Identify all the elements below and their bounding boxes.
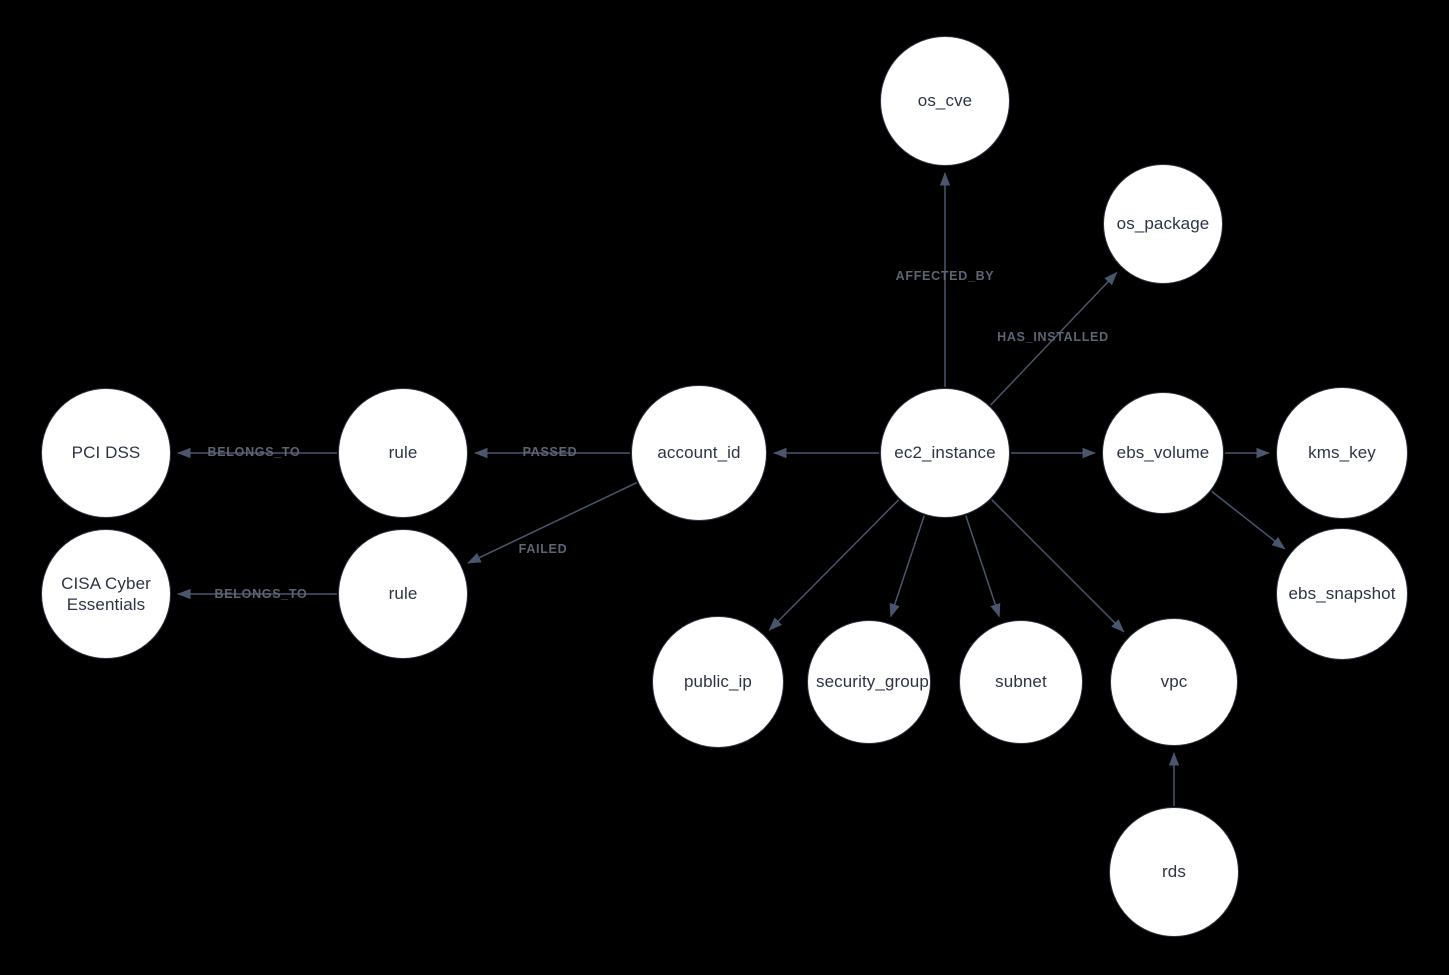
node-rule_failed[interactable]: rule [338, 529, 468, 659]
edge-account_id-to-rule_failed [467, 481, 638, 564]
edge-label-account_id-to-rule_failed: FAILED [518, 542, 568, 556]
edge-label-ec2_instance-to-os_cve: AFFECTED_BY [895, 269, 995, 283]
edge-ec2_instance-to-subnet [965, 515, 1001, 618]
edge-label-rule_failed-to-cisa: BELONGS_TO [214, 587, 308, 601]
node-rule_passed[interactable]: rule [338, 388, 468, 518]
edge-ec2_instance-to-security_group [889, 515, 925, 618]
node-ebs_snapshot[interactable]: ebs_snapshot [1276, 528, 1408, 660]
edge-ec2_instance-to-os_package [989, 271, 1118, 406]
edge-label-account_id-to-rule_passed: PASSED [522, 445, 578, 459]
edge-label-rule_passed-to-pci_dss: BELONGS_TO [207, 445, 301, 459]
edge-ebs_volume-to-ebs_snapshot [1211, 490, 1286, 550]
node-pci_dss[interactable]: PCI DSS [41, 388, 171, 518]
edge-ec2_instance-to-vpc [991, 499, 1125, 633]
edge-ec2_instance-to-public_ip [768, 499, 900, 631]
edge-label-ec2_instance-to-os_package: HAS_INSTALLED [997, 330, 1109, 344]
